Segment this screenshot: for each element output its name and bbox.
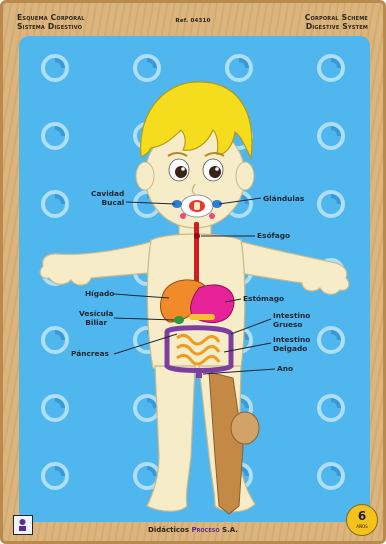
label-pancreas: Páncreas bbox=[71, 350, 109, 359]
label-cavidad-bucal: Cavidad Bucal bbox=[91, 190, 124, 207]
footer-prefix: Didácticos bbox=[148, 526, 189, 534]
esophagus bbox=[194, 222, 199, 288]
gallbladder bbox=[174, 316, 184, 324]
label-esofago: Esófago bbox=[257, 232, 290, 241]
puzzle-knob bbox=[231, 412, 259, 444]
label-cavidad-line2: Bucal bbox=[91, 199, 124, 208]
right-arm bbox=[233, 241, 349, 294]
title-es-line1: Esquema Corporal bbox=[17, 13, 85, 22]
label-intestino-grueso: Intestino Grueso bbox=[273, 312, 310, 329]
label-grueso-line2: Grueso bbox=[273, 321, 310, 330]
head bbox=[136, 82, 254, 228]
label-ano: Ano bbox=[277, 365, 293, 374]
label-higado: Hígado bbox=[85, 290, 114, 299]
footer-brand: Proceso bbox=[191, 526, 219, 534]
rectum bbox=[196, 368, 202, 378]
left-leg bbox=[147, 366, 195, 511]
label-glandulas: Glándulas bbox=[263, 195, 304, 204]
label-estomago: Estómago bbox=[243, 295, 284, 304]
body-illustration bbox=[19, 36, 370, 522]
label-intestino-delgado: Intestino Delgado bbox=[273, 336, 310, 353]
header-english: Corporal Scheme Digestive System bbox=[305, 13, 368, 31]
age-number: 6 bbox=[347, 508, 377, 524]
title-en-line1: Corporal Scheme bbox=[305, 13, 368, 22]
header-spanish: Esquema Corporal Sistema Digestivo bbox=[17, 13, 85, 31]
age-badge-icon: 6 AÑOS bbox=[346, 504, 378, 536]
label-vesicula-biliar: Vesícula Biliar bbox=[79, 310, 113, 327]
title-en-line2: Digestive System bbox=[305, 22, 368, 31]
footer: Didácticos Proceso S.A. bbox=[3, 526, 383, 534]
left-arm bbox=[40, 241, 159, 285]
blue-panel: Cavidad Bucal Glándulas Esófago Hígado E… bbox=[19, 36, 370, 522]
age-text: AÑOS bbox=[347, 524, 377, 529]
title-es-line2: Sistema Digestivo bbox=[17, 22, 85, 31]
footer-suffix: S.A. bbox=[222, 526, 238, 534]
label-delgado-line2: Delgado bbox=[273, 345, 310, 354]
pancreas bbox=[189, 314, 215, 320]
label-vesicula-line2: Biliar bbox=[79, 319, 113, 328]
reference-number: Ref. 04310 bbox=[175, 17, 210, 26]
